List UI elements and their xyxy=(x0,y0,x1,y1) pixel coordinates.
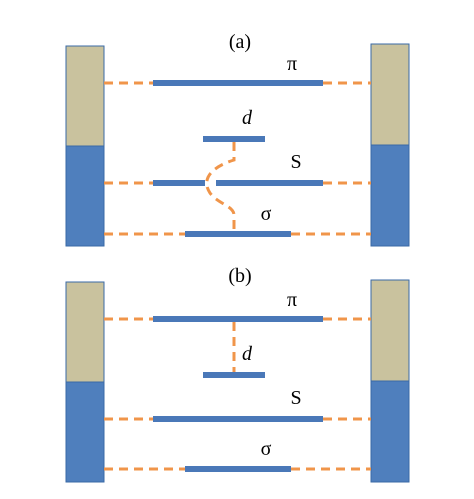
pi-level xyxy=(153,316,323,322)
s-level-right-segment xyxy=(216,180,323,186)
s-label: S xyxy=(290,151,301,173)
d-label: d xyxy=(242,343,253,365)
s-level xyxy=(153,416,323,422)
right-lead-upper xyxy=(370,279,410,382)
left-lead-upper xyxy=(65,281,105,383)
panel-b-label: (b) xyxy=(228,265,251,287)
s-level-left-segment xyxy=(153,180,205,186)
sigma-level xyxy=(185,231,291,237)
sigma-label: σ xyxy=(261,203,272,225)
left-lead-lower xyxy=(65,381,105,483)
right-lead-lower xyxy=(370,144,410,247)
d-level xyxy=(203,136,265,142)
panel-a-label: (a) xyxy=(229,31,251,53)
left-lead-lower xyxy=(65,145,105,247)
panel-a: (a) π d S σ xyxy=(65,31,410,247)
d-to-sigma-path xyxy=(205,142,236,232)
right-lead-upper xyxy=(370,43,410,146)
d-label: d xyxy=(242,107,253,129)
s-label: S xyxy=(290,387,301,409)
pi-label: π xyxy=(287,289,297,311)
pi-level xyxy=(153,80,323,86)
right-lead-lower xyxy=(370,380,410,483)
d-level xyxy=(203,372,265,378)
pi-label: π xyxy=(287,53,297,75)
sigma-level xyxy=(185,466,291,472)
sigma-label: σ xyxy=(261,438,272,460)
left-lead-upper xyxy=(65,45,105,147)
panel-b: (b) π d S σ xyxy=(65,265,410,483)
